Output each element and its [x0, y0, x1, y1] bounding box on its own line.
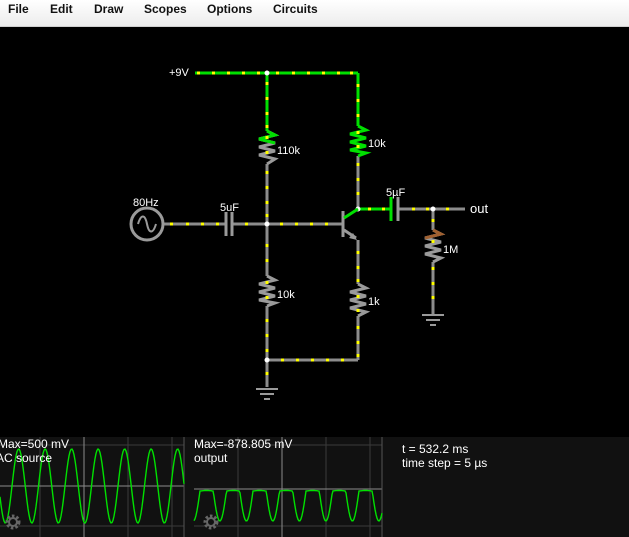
output-label: out	[470, 201, 488, 216]
scope-panel	[0, 437, 629, 537]
resistor-load-1m[interactable]	[424, 228, 446, 264]
resistor-bias-10k[interactable]	[258, 274, 281, 308]
menu-circuits[interactable]: Circuits	[273, 2, 318, 16]
scope-output[interactable]	[193, 437, 383, 537]
capacitor-output[interactable]	[389, 197, 400, 221]
ac-source[interactable]	[129, 206, 165, 242]
resistor-bias-bottom-label: 10k	[277, 289, 295, 301]
current-dots	[170, 71, 449, 375]
menu-file[interactable]: File	[8, 2, 29, 16]
resistor-collector-10k[interactable]	[349, 124, 372, 158]
circuit-wires	[163, 71, 465, 387]
resistor-emitter-label: 1k	[368, 296, 380, 308]
ground-symbol-load	[422, 314, 444, 326]
scope-ac-source-trace	[0, 448, 185, 524]
supply-label: +9V	[169, 67, 190, 79]
menu-options[interactable]: Options	[207, 2, 253, 16]
resistor-110k[interactable]	[258, 129, 280, 166]
menu-draw[interactable]: Draw	[94, 2, 124, 16]
capacitor-input[interactable]	[224, 212, 234, 236]
source-frequency-label: 80Hz	[133, 197, 159, 209]
scope2-name-label: output	[194, 451, 228, 465]
resistor-load-label: 1M	[443, 244, 458, 256]
scope-output-gear-icon[interactable]	[203, 514, 219, 530]
resistor-110k-label: 110k	[277, 145, 301, 157]
ground-symbol-bias	[256, 388, 278, 400]
scope-ac-source-gear-icon[interactable]	[5, 514, 21, 530]
scope1-max-label: Max=500 mV	[0, 437, 70, 451]
scope2-max-label: Max=-878.805 mV	[194, 437, 293, 451]
npn-transistor[interactable]	[341, 207, 359, 240]
scope1-name-label: AC source	[0, 451, 53, 465]
sim-time-label: t = 532.2 ms	[402, 442, 469, 456]
resistor-collector-label: 10k	[368, 138, 386, 150]
scope-ac-source[interactable]	[0, 437, 185, 537]
input-capacitor-label: 5uF	[220, 202, 239, 214]
resistor-emitter-1k[interactable]	[349, 282, 371, 318]
sim-timestep-label: time step = 5 µs	[402, 456, 488, 470]
output-capacitor-label: 5µF	[386, 187, 405, 199]
circuit-canvas[interactable]: +9V 80Hz 5uF 5µF 110k 10k 10k 1k 1M out	[0, 27, 629, 537]
scope-output-trace	[193, 489, 383, 522]
menu-scopes[interactable]: Scopes	[144, 2, 187, 16]
menu-edit[interactable]: Edit	[50, 2, 73, 16]
node-dots	[264, 70, 436, 363]
menu-bar: File Edit Draw Scopes Options Circuits	[0, 0, 629, 27]
